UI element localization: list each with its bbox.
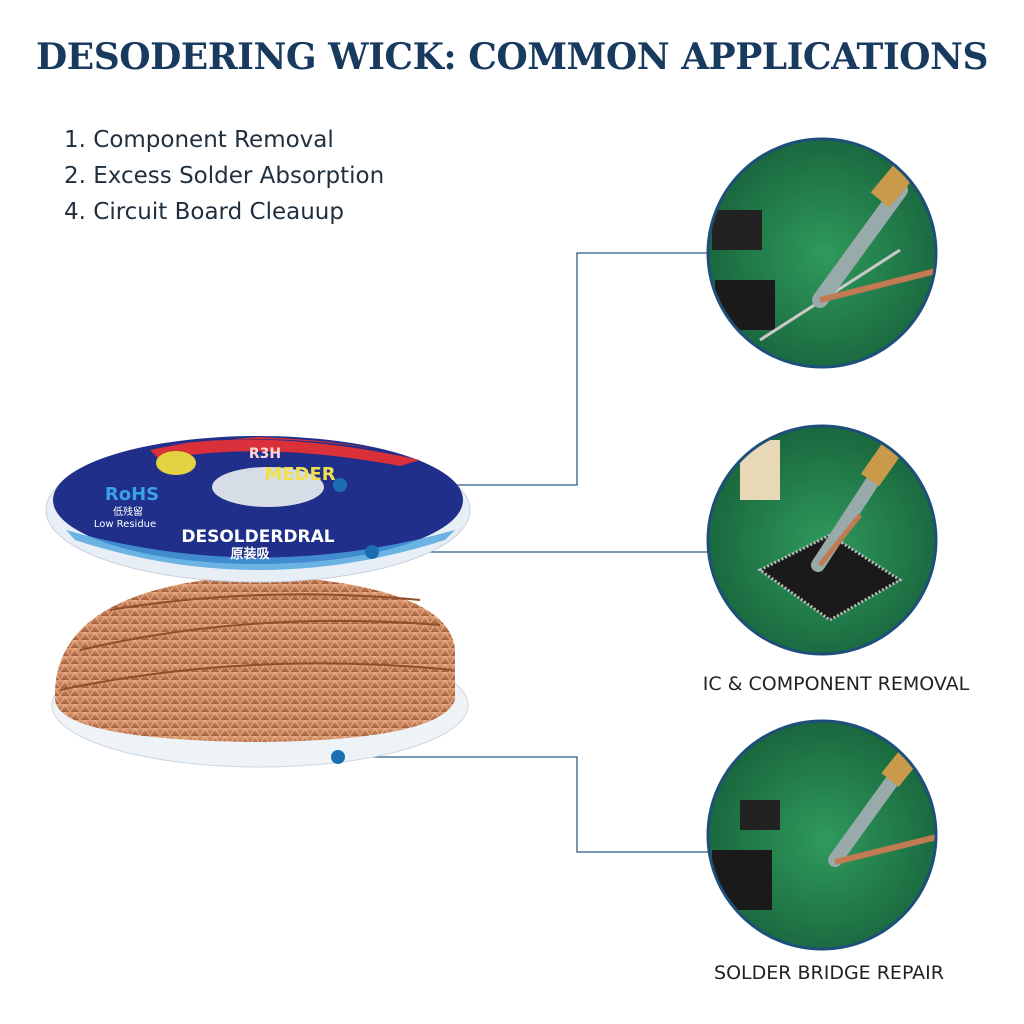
caption-ic-component-removal: IC & COMPONENT REMOVAL	[702, 673, 970, 695]
label-rohs: RoHS	[105, 484, 159, 505]
connector-dot	[331, 750, 345, 764]
label-brand: MEDER	[264, 464, 335, 485]
page-title: DESODERING WICK: COMMON APPLICATIONS	[36, 36, 988, 78]
label-product-cn: 原装吸	[230, 546, 270, 562]
list-item: 4. Circuit Board Cleauup	[64, 199, 344, 225]
list-item: 2. Excess Solder Absorption	[64, 163, 385, 189]
label-product: DESOLDERDRAL	[181, 527, 334, 547]
connector-dot	[365, 545, 379, 559]
list-item: 1. Component Removal	[64, 127, 334, 153]
detail-image-component-removal	[706, 137, 938, 369]
label-top-band: R3H	[249, 446, 281, 462]
detail-image-ic-removal	[706, 424, 938, 656]
detail-image-solder-bridge	[706, 719, 938, 951]
spool-hole	[212, 467, 324, 507]
connector-dot	[333, 478, 347, 492]
label-residue: Low Residue	[94, 519, 156, 530]
applications-list: 1. Component Removal 2. Excess Solder Ab…	[64, 122, 384, 230]
copper-wick-coil	[55, 575, 455, 742]
caption-solder-bridge-repair: SOLDER BRIDGE REPAIR	[714, 962, 944, 984]
label-residue-cn: 低残留	[113, 505, 143, 518]
